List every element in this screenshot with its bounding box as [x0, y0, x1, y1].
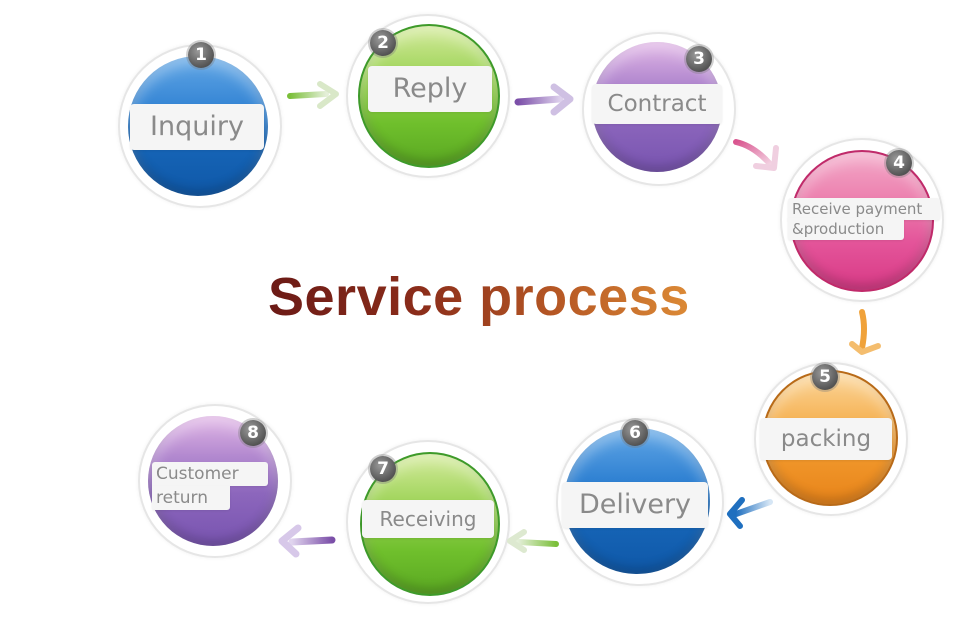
- step-label: Contract: [592, 84, 722, 124]
- step-label-line-1: Customer: [152, 462, 268, 486]
- step-number-badge: 3: [686, 46, 712, 72]
- step-label-line-2: &production: [788, 218, 904, 240]
- step-number-badge: 6: [622, 420, 648, 446]
- step-number-badge: 1: [188, 42, 214, 68]
- step-number-badge: 8: [240, 420, 266, 446]
- step-label: Inquiry: [130, 104, 264, 150]
- step-number-badge: 4: [886, 150, 912, 176]
- arrow-3-to-4-icon: [733, 139, 779, 171]
- step-label-line-2: return: [152, 486, 230, 510]
- arrow-4-to-5-icon: [849, 309, 881, 355]
- step-number-badge: 5: [812, 364, 838, 390]
- step-number-badge: 2: [370, 30, 396, 56]
- diagram-title: Service process: [268, 267, 690, 327]
- arrow-1-to-2-icon: [287, 81, 339, 109]
- arrow-6-to-7-icon: [507, 529, 559, 553]
- arrow-7-to-8-icon: [278, 524, 336, 558]
- step-label: Receiving: [362, 500, 494, 538]
- arrow-5-to-6-icon: [727, 497, 773, 529]
- step-number-badge: 7: [370, 456, 396, 482]
- step-label: Reply: [368, 66, 492, 112]
- arrow-2-to-3-icon: [514, 83, 574, 116]
- step-label-line-1: Receive payment: [788, 198, 940, 220]
- step-label: Delivery: [562, 482, 708, 528]
- step-label: packing: [760, 418, 892, 460]
